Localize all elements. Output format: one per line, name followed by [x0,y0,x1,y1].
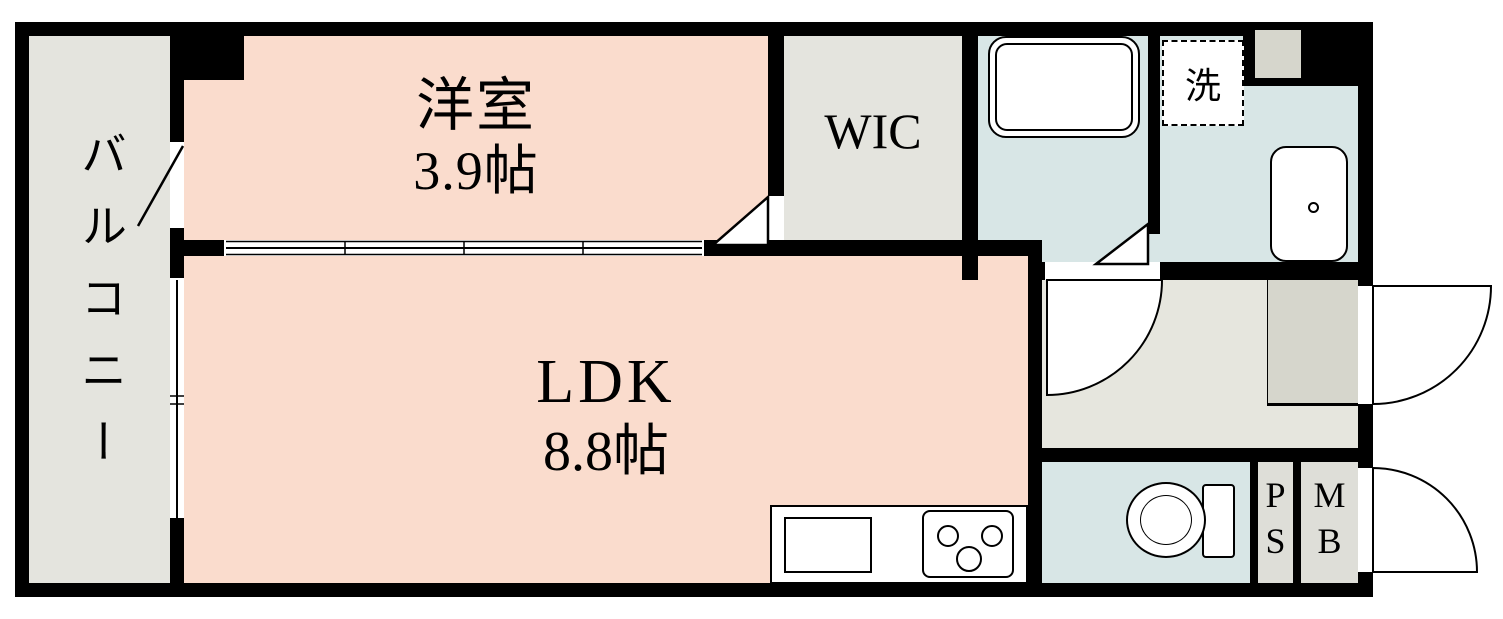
wall-toilet-ps [1250,448,1258,597]
faucet-icon [1308,202,1319,213]
ps-label-box: PS [1254,458,1297,584]
wall-outer-top [15,22,1373,36]
mb-door-opening [1358,468,1373,572]
wic-area [768,22,978,256]
hall-door-swing-arc [1046,279,1164,397]
wic-door-opening [768,196,784,240]
washing-machine-area: 洗 [1162,40,1244,126]
laundry-label: 洗 [1184,66,1221,106]
ldk-label-box: LDK 8.8帖 [184,266,1028,566]
entrance-door-opening [1358,286,1373,404]
mb-label-box: MB [1301,458,1358,584]
bath-door-triangle-icon [1092,221,1150,266]
western-room-size: 3.9帖 [413,141,539,202]
balcony-area [15,22,185,597]
ldk-size: 8.8帖 [543,421,669,484]
wic-door-triangle-icon [709,194,770,247]
wall-room-wic [768,22,784,244]
burner-icon [956,546,982,572]
burner-icon [937,525,959,547]
pillar [184,22,244,80]
pipe-space-area [1254,448,1297,597]
wic-label: WIC [824,103,922,159]
burner-icon [981,525,1003,547]
wall-wic-bath [962,22,978,280]
balcony-door-leaf [136,145,185,227]
mb-door-swing-arc [1372,466,1479,573]
balcony-label: バルコニー [75,129,126,490]
balcony-label-box: バルコニー [15,22,185,597]
ldk-name: LDK [536,348,676,417]
genkan-area [1267,280,1358,406]
mb-label: MB [1309,475,1350,567]
ps-label: PS [1255,475,1296,567]
entrance-door-swing-arc [1372,285,1493,406]
meter-recess [1255,30,1301,78]
sink-icon [1270,146,1348,262]
western-room-name: 洋室 [415,73,536,139]
bathtub-icon [988,36,1140,138]
wall-bath-washroom [1148,22,1160,234]
western-room-area [170,22,784,256]
toilet-bowl-icon [1140,495,1192,545]
western-room-label-box: 洋室 3.9帖 [184,36,768,240]
wic-label-box: WIC [784,22,962,240]
hall-door-opening [1045,262,1160,280]
kitchen-sink-icon [784,517,872,573]
wall-ldk-hallway [1028,240,1042,597]
wall-ps-mb [1293,448,1301,597]
wall-hallway-toilet [1028,448,1373,462]
wall-outer-left [15,22,29,597]
